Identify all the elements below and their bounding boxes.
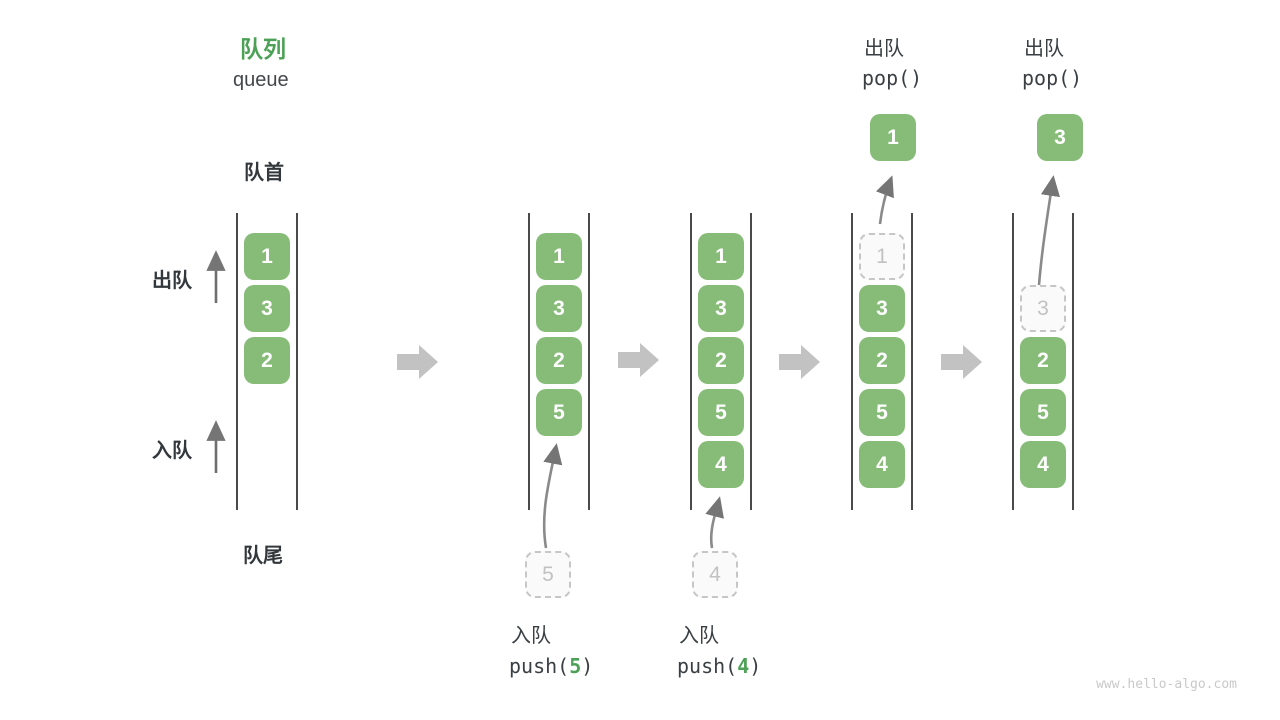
queue-front-label: 队首 bbox=[244, 162, 284, 184]
queue-cell: 2 bbox=[859, 337, 905, 384]
queue-cell: 5 bbox=[536, 389, 582, 436]
queue-channel-state3 bbox=[690, 213, 752, 510]
state-transition-arrow-icon bbox=[941, 345, 982, 379]
queue-cell: 2 bbox=[698, 337, 744, 384]
incoming-value-ghost: 4 bbox=[692, 551, 738, 598]
popped-slot-ghost: 1 bbox=[859, 233, 905, 280]
enqueue-op-code: push(5) bbox=[509, 654, 593, 678]
queue-cell: 1 bbox=[536, 233, 582, 280]
queue-cell: 2 bbox=[244, 337, 290, 384]
queue-cell: 2 bbox=[1020, 337, 1066, 384]
queue-channel-state2 bbox=[528, 213, 590, 510]
code-fn: push( bbox=[677, 654, 738, 678]
queue-cell: 5 bbox=[859, 389, 905, 436]
queue-cell: 4 bbox=[698, 441, 744, 488]
queue-cell: 4 bbox=[859, 441, 905, 488]
queue-cell: 3 bbox=[698, 285, 744, 332]
enqueue-op-code: push(4) bbox=[677, 654, 761, 678]
queue-channel-state5 bbox=[1012, 213, 1074, 510]
code-fn: push( bbox=[509, 654, 570, 678]
queue-cell: 5 bbox=[1020, 389, 1066, 436]
queue-cell: 1 bbox=[698, 233, 744, 280]
queue-cell: 3 bbox=[536, 285, 582, 332]
enqueue-direction-label: 入队 bbox=[152, 440, 192, 462]
popped-value-box: 1 bbox=[870, 114, 916, 161]
queue-cell: 4 bbox=[1020, 441, 1066, 488]
popped-slot-ghost: 3 bbox=[1020, 285, 1066, 332]
code-close: ) bbox=[749, 654, 762, 678]
queue-cell: 2 bbox=[536, 337, 582, 384]
dequeue-op-code: pop() bbox=[1022, 66, 1083, 90]
code-close: ) bbox=[581, 654, 594, 678]
figure-title-zh: 队列 bbox=[240, 36, 286, 62]
queue-rear-label: 队尾 bbox=[243, 545, 283, 567]
dequeue-op-code: pop() bbox=[862, 66, 923, 90]
watermark: www.hello-algo.com bbox=[1096, 677, 1237, 692]
popped-value-box: 3 bbox=[1037, 114, 1083, 161]
queue-cell: 3 bbox=[859, 285, 905, 332]
enqueue-op-label: 入队 bbox=[679, 625, 719, 647]
dequeue-op-label: 出队 bbox=[864, 38, 904, 60]
enqueue-op-label: 入队 bbox=[511, 625, 551, 647]
code-arg: 5 bbox=[569, 654, 582, 678]
state-transition-arrow-icon bbox=[618, 343, 659, 377]
queue-channel-state4 bbox=[851, 213, 913, 510]
incoming-value-ghost: 5 bbox=[525, 551, 571, 598]
state-transition-arrow-icon bbox=[779, 345, 820, 379]
figure-title-en: queue bbox=[233, 69, 289, 91]
queue-cell: 3 bbox=[244, 285, 290, 332]
dequeue-op-label: 出队 bbox=[1024, 38, 1064, 60]
queue-cell: 1 bbox=[244, 233, 290, 280]
queue-channel-state1 bbox=[236, 213, 298, 510]
dequeue-direction-label: 出队 bbox=[152, 270, 192, 292]
queue-cell: 5 bbox=[698, 389, 744, 436]
code-arg: 4 bbox=[737, 654, 750, 678]
state-transition-arrow-icon bbox=[397, 345, 438, 379]
